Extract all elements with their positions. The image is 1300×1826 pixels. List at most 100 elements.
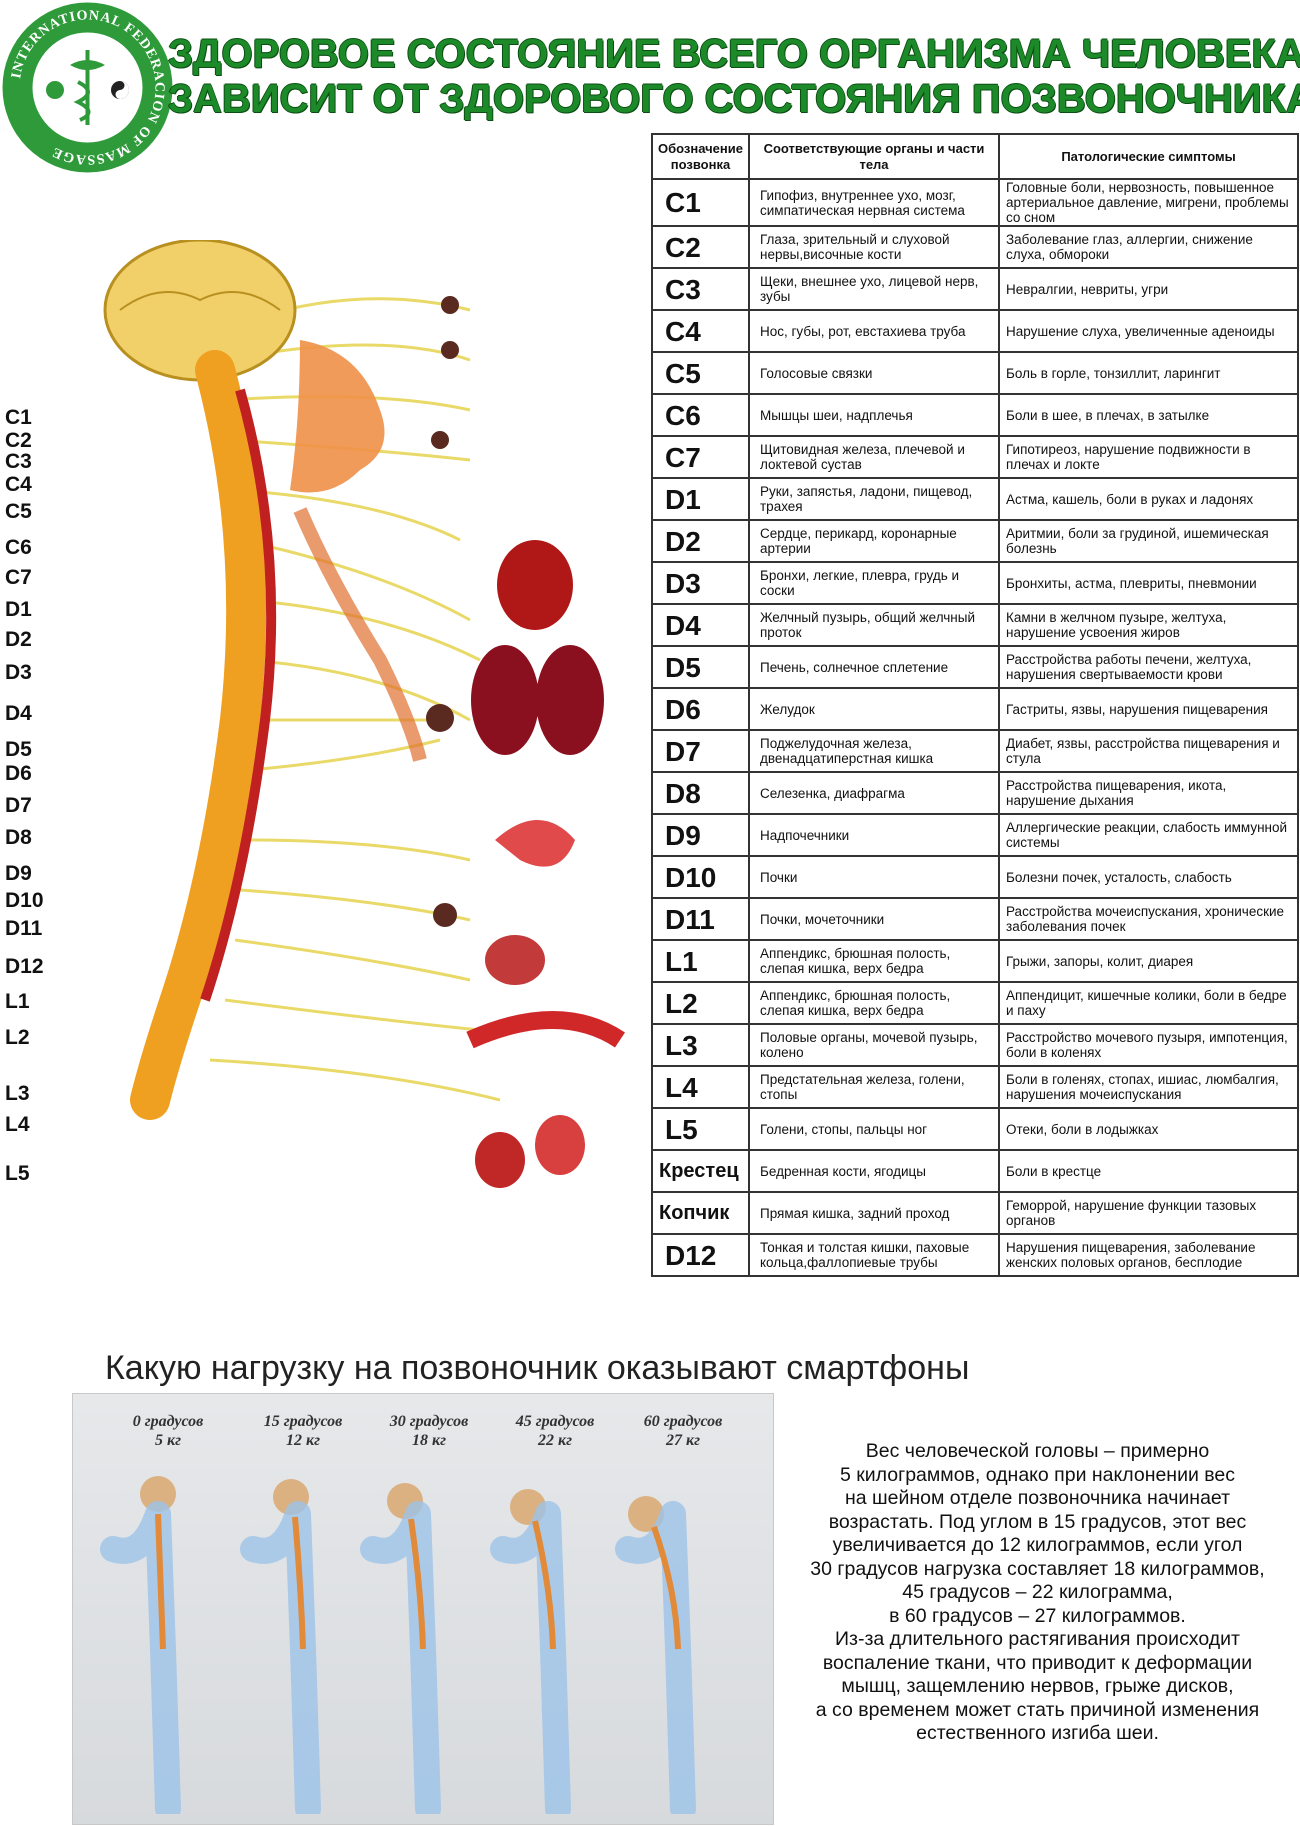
poster-title: ЗДОРОВОЕ СОСТОЯНИЕ ВСЕГО ОРГАНИЗМА ЧЕЛОВ… — [168, 32, 1300, 122]
posture-angle: 45 градусов — [515, 1413, 595, 1430]
paragraph-line: на шейном отделе позвоночника начинает — [844, 1487, 1231, 1509]
organs-cell: Бронхи, легкие, плевра, грудь и соски — [748, 561, 1000, 605]
symptoms-cell: Нарушение слуха, увеличенные аденоиды — [998, 309, 1299, 353]
organs-cell: Селезенка, диафрагма — [748, 771, 1000, 815]
spine-label-d9: D9 — [5, 862, 32, 885]
posture-label-30: 30 градусов 18 кг — [369, 1412, 489, 1450]
paragraph-line: в 60 градусов – 27 килограммов. — [889, 1604, 1186, 1627]
spine-label-d12: D12 — [5, 955, 44, 978]
posture-weight: 22 кг — [537, 1432, 572, 1449]
spine-label-d7: D7 — [5, 794, 32, 817]
organs-cell: Нос, губы, рот, евстахиева труба — [748, 309, 1000, 353]
paragraph-line: 30 градусов нагрузка составляет 18 килог… — [810, 1557, 1265, 1580]
symptoms-cell: Боли в крестце — [998, 1149, 1299, 1193]
spine-label-l1: L1 — [5, 990, 30, 1013]
paragraph-line: естественного изгиба шеи. — [916, 1722, 1159, 1744]
symptoms-cell: Заболевание глаз, аллергии, снижение слу… — [998, 225, 1299, 269]
organs-cell: Половые органы, мочевой пузырь, колено — [748, 1023, 1000, 1067]
posture-weight: 27 кг — [665, 1432, 700, 1449]
spine-label-c5: C5 — [5, 500, 32, 523]
vertebra-code: C6 — [651, 393, 750, 437]
posture-figure-45 — [490, 1489, 571, 1814]
organs-cell: Мышцы шеи, надплечья — [748, 393, 1000, 437]
paragraph-line: 45 градусов – 22 килограмма, — [902, 1581, 1173, 1603]
vertebra-code: C3 — [651, 267, 750, 311]
vertebra-code: Копчик — [651, 1191, 750, 1235]
posture-angle: 15 градусов — [263, 1413, 343, 1430]
spine-label-d11: D11 — [5, 917, 43, 940]
paragraph-line: Из-за длительного растягивания происходи… — [835, 1628, 1240, 1650]
organs-cell: Прямая кишка, задний проход — [748, 1191, 1000, 1235]
organs-cell: Щеки, внешнее ухо, лицевой нерв, зубы — [748, 267, 1000, 311]
vertebra-code: L3 — [651, 1023, 750, 1067]
nervous-system-illustration — [0, 238, 650, 1240]
spine-label-c7: C7 — [5, 566, 32, 589]
vertebra-code: L5 — [651, 1107, 750, 1151]
spine-label-d1: D1 — [5, 598, 32, 621]
vertebra-code: L4 — [651, 1065, 750, 1109]
organs-cell: Голени, стопы, пальцы ног — [748, 1107, 1000, 1151]
spine-label-l2: L2 — [5, 1026, 30, 1049]
organs-cell: Желчный пузырь, общий желчный проток — [748, 603, 1000, 647]
spine-label-c4: C4 — [5, 473, 32, 496]
symptoms-cell: Аритмии, боли за грудиной, ишемическая б… — [998, 519, 1299, 563]
spine-label-l5: L5 — [5, 1162, 30, 1185]
organs-cell: Глаза, зрительный и слуховой нервы,височ… — [748, 225, 1000, 269]
organs-cell: Аппендикс, брюшная полость, слепая кишка… — [748, 981, 1000, 1025]
spine-label-d10: D10 — [5, 889, 44, 912]
header-organs: Соответствующие органы и части тела — [748, 133, 1000, 180]
spine-label-d5: D5 — [5, 738, 32, 761]
posture-label-45: 45 градусов 22 кг — [495, 1412, 615, 1450]
paragraph-line: 5 килограммов, однако при наклонении вес — [839, 1463, 1236, 1486]
symptoms-cell: Геморрой, нарушение функции тазовых орга… — [998, 1191, 1299, 1235]
organs-cell: Сердце, перикард, коронарные артерии — [748, 519, 1000, 563]
organs-cell: Желудок — [748, 687, 1000, 731]
header-code: Обозначение позвонка — [651, 133, 750, 180]
symptoms-cell: Астма, кашель, боли в руках и ладонях — [998, 477, 1299, 521]
paragraph-line: возрастать. Под углом в 15 градусов, это… — [828, 1510, 1247, 1533]
title-line-1: ЗДОРОВОЕ СОСТОЯНИЕ ВСЕГО ОРГАНИЗМА ЧЕЛОВ… — [168, 32, 1300, 76]
vertebra-code: D12 — [651, 1233, 750, 1277]
vertebra-code: L2 — [651, 981, 750, 1025]
spine-label-d4: D4 — [5, 702, 32, 725]
vertebra-code: C4 — [651, 309, 750, 353]
posture-angle: 30 градусов — [389, 1413, 469, 1430]
explanation-paragraph: Вес человеческой головы – примерно 5 кил… — [780, 1440, 1295, 1746]
vertebra-code: C1 — [651, 178, 750, 227]
symptoms-cell: Расстройства пищеварения, икота, нарушен… — [998, 771, 1299, 815]
symptoms-cell: Нарушения пищеварения, заболевание женск… — [998, 1233, 1299, 1277]
organs-cell: Надпочечники — [748, 813, 1000, 857]
spine-label-c2: C2 — [5, 429, 32, 452]
symptoms-cell: Боли в шее, в плечах, в затылке — [998, 393, 1299, 437]
paragraph-line: увеличивается до 12 килограммов, если уг… — [832, 1534, 1243, 1556]
vertebra-code: C7 — [651, 435, 750, 479]
paragraph-line: Вес человеческой головы – примерно — [865, 1440, 1210, 1462]
symptoms-cell: Гипотиреоз, нарушение подвижности в плеч… — [998, 435, 1299, 479]
symptoms-cell: Бронхиты, астма, плевриты, пневмонии — [998, 561, 1299, 605]
spine-label-c3: C3 — [5, 450, 32, 473]
posture-angle: 60 градусов — [643, 1413, 723, 1430]
posture-panel: 0 градусов 5 кг 15 градусов 12 кг 30 гра… — [72, 1393, 774, 1825]
organs-cell: Почки, мочеточники — [748, 897, 1000, 941]
organs-cell: Руки, запястья, ладони, пищевод, трахея — [748, 477, 1000, 521]
spine-label-d3: D3 — [5, 661, 32, 684]
spine-label-d8: D8 — [5, 826, 32, 849]
symptoms-cell: Расстройство мочевого пузыря, импотенция… — [998, 1023, 1299, 1067]
symptoms-cell: Головные боли, нервозность, повышенное а… — [998, 178, 1299, 227]
spine-label-l4: L4 — [5, 1113, 30, 1136]
smartphone-subtitle: Какую нагрузку на позвоночник оказывают … — [105, 1349, 970, 1387]
